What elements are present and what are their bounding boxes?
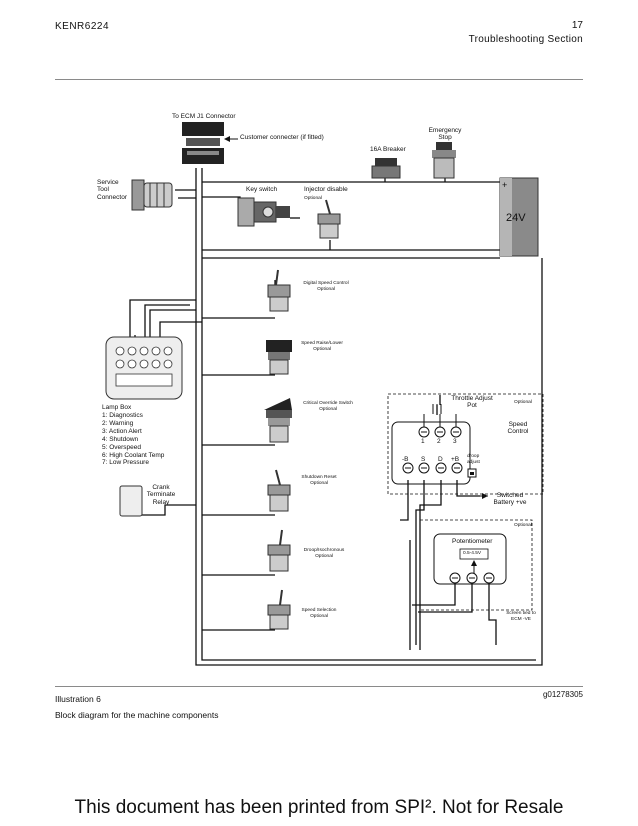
injector-optional-label: Optional <box>304 196 322 201</box>
speed-selection-switch-icon <box>267 589 291 630</box>
figure-caption: Block diagram for the machine components <box>55 710 219 720</box>
pot-terminal-icon <box>402 426 463 474</box>
droop-switch-icon <box>267 529 291 572</box>
lamp-box-icon <box>105 336 183 400</box>
terminal-d: D <box>438 456 443 463</box>
print-notice: This document has been printed from SPI²… <box>74 797 564 818</box>
pot-optional-label: Optional <box>514 523 532 528</box>
critical-override-switch-icon <box>264 398 292 443</box>
ecm-connector-icon <box>182 122 238 164</box>
speed-raise-switch-icon <box>266 340 292 375</box>
breaker-label: 16A Breaker <box>370 146 406 153</box>
terminal-s: S <box>421 456 426 463</box>
battery-plus-label: + <box>502 180 508 190</box>
page-number: 17 <box>571 20 583 31</box>
ecm-connector-label: To ECM J1 Connector <box>172 113 236 120</box>
service-tool-connector-icon <box>131 179 173 211</box>
emergency-stop-icon <box>432 142 456 179</box>
terminal-minus-b: -B <box>402 456 409 463</box>
figure-id: g01278305 <box>542 690 583 699</box>
throttle-optional-label: Optional <box>514 400 532 405</box>
header-divider <box>55 79 583 80</box>
customer-connector-label: Customer connecter (if fitted) <box>240 134 324 141</box>
terminal-plus-b: +B <box>451 456 460 463</box>
battery-label: 24V <box>506 212 526 224</box>
injector-disable-label: Injector disable <box>304 186 348 193</box>
pot-range-label: 0.5-4.5V <box>463 551 482 556</box>
shutdown-reset-switch-icon <box>267 469 291 512</box>
throttle-pot-icon <box>432 404 442 414</box>
potentiometer-label: Potentiometer <box>452 538 493 545</box>
section-title: Troubleshooting Section <box>468 34 583 45</box>
document-id: KENR6224 <box>55 21 110 32</box>
pot-number-3: 3 <box>453 438 457 445</box>
digital-speed-switch-icon <box>267 269 291 312</box>
battery-icon <box>499 177 539 257</box>
illustration-number: Illustration 6 <box>55 694 101 704</box>
breaker-icon <box>371 158 401 179</box>
lamp-box-label: Lamp Box 1: Diagnostics 2: Warning 3: Ac… <box>102 404 165 467</box>
caption-divider <box>55 686 583 687</box>
crank-relay-icon <box>119 485 143 517</box>
key-switch-label: Key switch <box>246 186 278 193</box>
pot-number-2: 2 <box>437 438 441 445</box>
key-switch-icon <box>237 197 290 227</box>
injector-disable-switch-icon <box>317 199 341 239</box>
pot-number-1: 1 <box>421 438 425 445</box>
